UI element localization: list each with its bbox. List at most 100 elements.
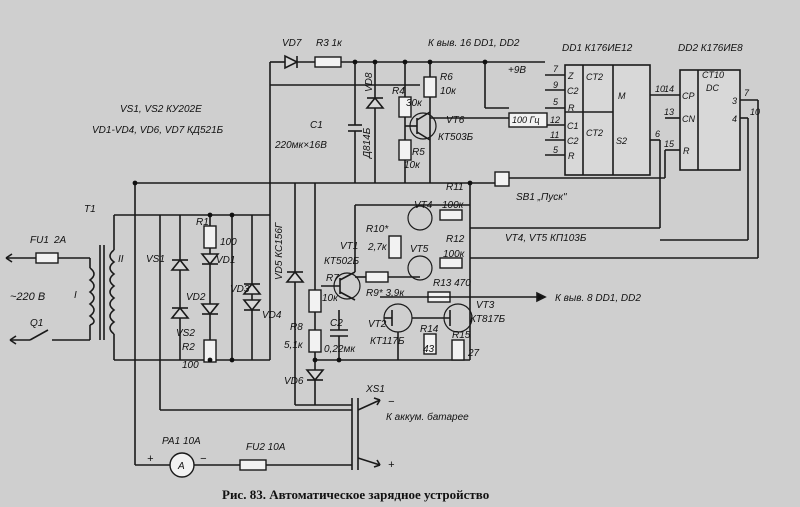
label-r2: R2 bbox=[182, 342, 195, 353]
dd1-n6: 6 bbox=[655, 129, 660, 139]
mosfet-vt5 bbox=[407, 255, 433, 281]
dd1-pin-c2b: C2 bbox=[567, 136, 579, 146]
label-r1: R1 bbox=[196, 217, 209, 228]
thyristor-vs1 bbox=[170, 258, 190, 271]
label-r11v: 100к bbox=[442, 200, 465, 211]
dd2-dc: DC bbox=[706, 83, 719, 93]
thyristor-vs2 bbox=[170, 306, 190, 319]
dd1-ct2b: CT2 bbox=[586, 128, 603, 138]
label-xs1: XS1 bbox=[365, 384, 385, 395]
label-r3: R3 1к bbox=[316, 38, 343, 49]
label-r12: R12 bbox=[446, 234, 465, 245]
label-minus: − bbox=[200, 453, 207, 465]
dd2-n7: 7 bbox=[744, 88, 750, 98]
label-vt3: VT3 bbox=[476, 300, 495, 311]
dd2-n15: 15 bbox=[664, 139, 675, 149]
zener-vd8 bbox=[365, 96, 385, 109]
figure-caption: Рис. 83. Автоматическое зарядное устройс… bbox=[222, 487, 489, 502]
label-r8v: 5,1к bbox=[284, 340, 304, 351]
hz-box bbox=[508, 112, 548, 128]
dd1-pin-z: Z bbox=[567, 71, 574, 81]
diode-vd4 bbox=[242, 299, 262, 312]
fuse-fu1 bbox=[35, 252, 59, 264]
label-vs1: VS1 bbox=[146, 254, 165, 265]
dd1-n9: 9 bbox=[553, 80, 558, 90]
label-vt4: VT4 bbox=[414, 200, 433, 211]
label-r11: R11 bbox=[446, 182, 464, 193]
dd1-pin-rb: R bbox=[568, 151, 575, 161]
label-out-top: К выв. 16 DD1, DD2 bbox=[428, 38, 520, 49]
button-sb1[interactable] bbox=[494, 171, 510, 187]
label-t1: T1 bbox=[84, 204, 96, 215]
resistor-r4 bbox=[398, 96, 412, 118]
label-vd7: VD7 bbox=[282, 38, 302, 49]
label-vs2: VS2 bbox=[176, 328, 195, 339]
label-q1: Q1 bbox=[30, 318, 43, 329]
note-thyristors: VS1, VS2 КУ202Е bbox=[120, 104, 202, 115]
label-ammeter: A bbox=[177, 461, 185, 472]
label-out-mid: К выв. 8 DD1, DD2 bbox=[555, 293, 641, 304]
label-r4v: 30к bbox=[406, 98, 423, 109]
label-fu1-rating: 2A bbox=[53, 235, 67, 246]
dd1-n5: 5 bbox=[553, 97, 559, 107]
dd2-n14: 14 bbox=[664, 84, 674, 94]
label-vd8: VD8 bbox=[364, 72, 375, 92]
dd2-pin-cn: CN bbox=[682, 114, 695, 124]
label-r14v: 43 bbox=[423, 344, 435, 355]
dd2-ct10: CT10 bbox=[702, 70, 724, 80]
label-r13: R13 470 bbox=[433, 278, 471, 289]
dd2-n3: 3 bbox=[732, 96, 737, 106]
label-r12v: 100к bbox=[443, 249, 466, 260]
diode-vd1 bbox=[200, 253, 220, 266]
label-vt1t: КТ502Б bbox=[324, 256, 360, 267]
label-vd5: VD5 КС156Г bbox=[274, 221, 285, 280]
label-fu2: FU2 10А bbox=[246, 442, 286, 453]
label-r5: R5 bbox=[412, 147, 425, 158]
resistor-r3 bbox=[314, 56, 342, 68]
label-vt2t: КТ117Б bbox=[370, 336, 405, 347]
label-r4: R4 bbox=[392, 86, 405, 97]
label-xs1-minus: − bbox=[388, 396, 395, 408]
dd1-pin-r: R bbox=[568, 103, 575, 113]
label-vt6t: КТ503Б bbox=[438, 132, 474, 143]
mosfet-vt4 bbox=[407, 205, 433, 231]
label-r15: R15 bbox=[452, 330, 471, 341]
zener-vd5 bbox=[285, 270, 305, 283]
label-vd4: VD4 bbox=[262, 310, 282, 321]
label-c1: C1 bbox=[310, 120, 323, 131]
label-vd1: VD1 bbox=[216, 255, 235, 266]
label-r5v: 10к bbox=[404, 160, 421, 171]
label-dd1: DD1 К176ИЕ12 bbox=[562, 43, 633, 54]
label-vt6: VT6 bbox=[446, 115, 465, 126]
chip-dd1 bbox=[545, 64, 680, 176]
label-hz: 100 Гц bbox=[512, 115, 540, 125]
dd1-pin-c2: C2 bbox=[567, 86, 579, 96]
label-plus9: +9В bbox=[508, 65, 526, 76]
label-r8: R8 bbox=[290, 322, 303, 333]
control-wiring bbox=[315, 140, 758, 300]
label-vt1: VT1 bbox=[340, 241, 358, 252]
dd1-n12: 12 bbox=[550, 115, 560, 125]
output-section bbox=[135, 397, 381, 478]
dd2-n13: 13 bbox=[664, 107, 674, 117]
diode-vd7 bbox=[284, 54, 299, 70]
label-vd2: VD2 bbox=[186, 292, 206, 303]
label-vt5: VT5 bbox=[410, 244, 429, 255]
dd1-n10: 10 bbox=[655, 84, 665, 94]
label-dd2: DD2 К176ИЕ8 bbox=[678, 43, 743, 54]
label-r9: R9* 3,9к bbox=[366, 288, 405, 299]
label-c1v: 220мк×16В bbox=[274, 140, 327, 151]
label-primary: I bbox=[74, 290, 77, 301]
resistor-r10 bbox=[388, 235, 402, 259]
label-r10: R10* bbox=[366, 224, 389, 235]
label-pa1: PA1 10А bbox=[162, 436, 201, 447]
label-vd3: VD3 bbox=[230, 284, 250, 295]
label-fu1: FU1 bbox=[30, 235, 49, 246]
label-r6v: 10к bbox=[440, 86, 457, 97]
rectifier-bridge bbox=[114, 85, 315, 465]
resistor-r11 bbox=[439, 209, 463, 221]
label-r10v: 2,7к bbox=[367, 242, 388, 253]
mains-input bbox=[5, 252, 91, 345]
note-mosfets: VT4, VT5 КП103Б bbox=[505, 233, 587, 244]
